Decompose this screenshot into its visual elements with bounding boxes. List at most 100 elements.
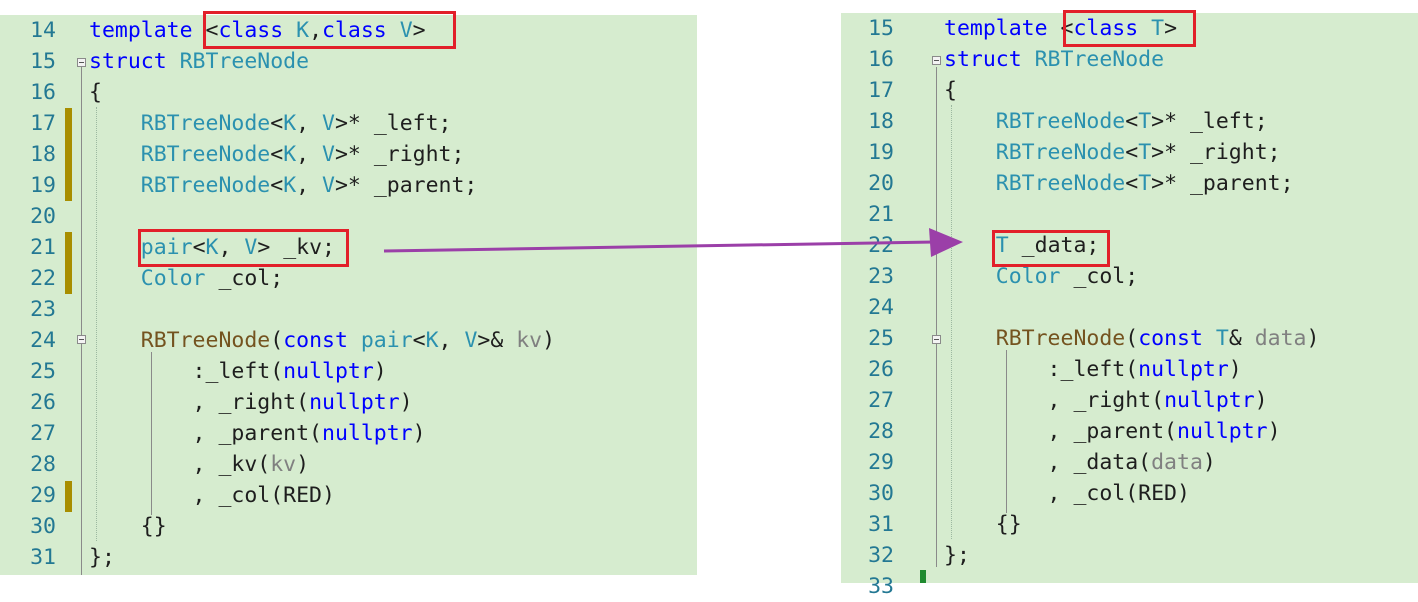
code-line[interactable]: 24 xyxy=(841,292,1418,323)
code-text[interactable]: RBTreeNode<T>* _left; xyxy=(944,106,1268,137)
code-token: const xyxy=(283,328,361,353)
code-text[interactable]: Color _col; xyxy=(944,261,1138,292)
code-token: , xyxy=(218,235,245,260)
code-text[interactable]: RBTreeNode<K, V>* _parent; xyxy=(89,170,478,201)
code-line[interactable]: 23 xyxy=(0,294,697,325)
code-token: ) xyxy=(542,328,556,353)
collapse-struct-icon[interactable] xyxy=(932,56,941,65)
collapse-ctor-icon[interactable] xyxy=(932,335,941,344)
code-text[interactable]: Color _col; xyxy=(89,263,283,294)
line-number: 27 xyxy=(868,388,894,413)
code-token: V xyxy=(464,328,478,353)
code-line[interactable]: 21 pair<K, V> _kv; xyxy=(0,232,697,263)
code-line[interactable]: 18 RBTreeNode<K, V>* _right; xyxy=(0,139,697,170)
code-line[interactable]: 28 , _kv(kv) xyxy=(0,449,697,480)
code-token: > _kv; xyxy=(257,235,335,260)
code-text[interactable]: {} xyxy=(89,511,167,542)
code-line[interactable]: 33 xyxy=(841,571,1418,602)
code-text[interactable]: , _kv(kv) xyxy=(89,449,310,480)
code-line[interactable]: 27 , _parent(nullptr) xyxy=(0,418,697,449)
code-text[interactable]: }; xyxy=(89,542,115,573)
code-line[interactable]: 17{ xyxy=(841,75,1418,106)
code-line[interactable]: 31 {} xyxy=(841,509,1418,540)
code-line[interactable]: 30 {} xyxy=(0,511,697,542)
code-line[interactable]: 22 T _data; xyxy=(841,230,1418,261)
code-text[interactable]: , _data(data) xyxy=(944,447,1216,478)
code-line[interactable]: 28 , _parent(nullptr) xyxy=(841,416,1418,447)
code-line[interactable]: 26 , _right(nullptr) xyxy=(0,387,697,418)
code-token: pair xyxy=(360,328,413,353)
code-text[interactable]: , _col(RED) xyxy=(944,478,1190,509)
code-line[interactable]: 31}; xyxy=(0,542,697,573)
code-token: , xyxy=(438,328,465,353)
code-text[interactable]: , _right(nullptr) xyxy=(944,385,1268,416)
code-line[interactable]: 25 :_left(nullptr) xyxy=(0,356,697,387)
collapse-ctor-icon[interactable] xyxy=(77,335,86,344)
line-number: 25 xyxy=(30,359,56,384)
code-text[interactable]: {} xyxy=(944,509,1022,540)
code-text[interactable]: :_left(nullptr) xyxy=(944,354,1242,385)
code-line[interactable]: 17 RBTreeNode<K, V>* _left; xyxy=(0,108,697,139)
code-text[interactable]: , _parent(nullptr) xyxy=(944,416,1281,447)
code-line[interactable]: 19 RBTreeNode<K, V>* _parent; xyxy=(0,170,697,201)
code-text[interactable]: }; xyxy=(944,540,970,571)
code-line[interactable]: 29 , _data(data) xyxy=(841,447,1418,478)
code-line[interactable]: 20 RBTreeNode<T>* _parent; xyxy=(841,168,1418,199)
code-line[interactable]: 27 , _right(nullptr) xyxy=(841,385,1418,416)
code-line[interactable]: 19 RBTreeNode<T>* _right; xyxy=(841,137,1418,168)
code-line[interactable]: 21 xyxy=(841,199,1418,230)
code-line[interactable]: 20 xyxy=(0,201,697,232)
code-token: K xyxy=(283,142,297,167)
code-token: data xyxy=(1254,326,1307,351)
code-token: RBTreeNode xyxy=(140,111,271,136)
code-token: RBTreeNode xyxy=(140,328,271,353)
code-line[interactable]: 29 , _col(RED) xyxy=(0,480,697,511)
code-text[interactable]: , _col(RED) xyxy=(89,480,335,511)
code-line[interactable]: 22 Color _col; xyxy=(0,263,697,294)
code-token: , xyxy=(296,111,323,136)
code-line[interactable]: 30 , _col(RED) xyxy=(841,478,1418,509)
code-text[interactable]: :_left(nullptr) xyxy=(89,356,387,387)
code-text[interactable]: struct RBTreeNode xyxy=(89,46,309,77)
code-text[interactable]: RBTreeNode<K, V>* _right; xyxy=(89,139,465,170)
line-number: 23 xyxy=(868,264,894,289)
code-text[interactable]: struct RBTreeNode xyxy=(944,44,1164,75)
code-text[interactable]: RBTreeNode(const pair<K, V>& kv) xyxy=(89,325,555,356)
change-marker xyxy=(65,481,72,512)
line-number: 26 xyxy=(868,357,894,382)
code-token: , xyxy=(296,142,323,167)
fold-line-struct xyxy=(81,67,82,575)
collapse-struct-icon[interactable] xyxy=(77,58,86,67)
code-text[interactable]: pair<K, V> _kv; xyxy=(89,232,335,263)
code-text[interactable]: RBTreeNode<T>* _parent; xyxy=(944,168,1294,199)
code-text[interactable]: { xyxy=(89,77,102,108)
code-text[interactable]: RBTreeNode(const T& data) xyxy=(944,323,1320,354)
code-token: , _parent( xyxy=(89,421,322,446)
code-text[interactable]: template <class K,class V> xyxy=(89,15,426,46)
line-number: 21 xyxy=(30,235,56,260)
code-line[interactable]: 26 :_left(nullptr) xyxy=(841,354,1418,385)
code-text[interactable]: { xyxy=(944,75,957,106)
code-line[interactable]: 23 Color _col; xyxy=(841,261,1418,292)
code-line[interactable]: 25 RBTreeNode(const T& data) xyxy=(841,323,1418,354)
code-text[interactable]: , _right(nullptr) xyxy=(89,387,413,418)
code-token: >* _parent; xyxy=(334,173,478,198)
code-line[interactable]: 32}; xyxy=(841,540,1418,571)
code-line[interactable]: 18 RBTreeNode<T>* _left; xyxy=(841,106,1418,137)
code-token xyxy=(89,111,141,136)
code-text[interactable]: RBTreeNode<T>* _right; xyxy=(944,137,1281,168)
code-text[interactable]: T _data; xyxy=(944,230,1100,261)
code-line[interactable]: 16{ xyxy=(0,77,697,108)
code-line[interactable]: 24 RBTreeNode(const pair<K, V>& kv) xyxy=(0,325,697,356)
code-text[interactable]: RBTreeNode<K, V>* _left; xyxy=(89,108,452,139)
code-token: >* _right; xyxy=(334,142,465,167)
line-number: 27 xyxy=(30,421,56,446)
code-token: :_left( xyxy=(944,357,1139,382)
indent-guide xyxy=(96,107,97,541)
code-text[interactable]: , _parent(nullptr) xyxy=(89,418,426,449)
